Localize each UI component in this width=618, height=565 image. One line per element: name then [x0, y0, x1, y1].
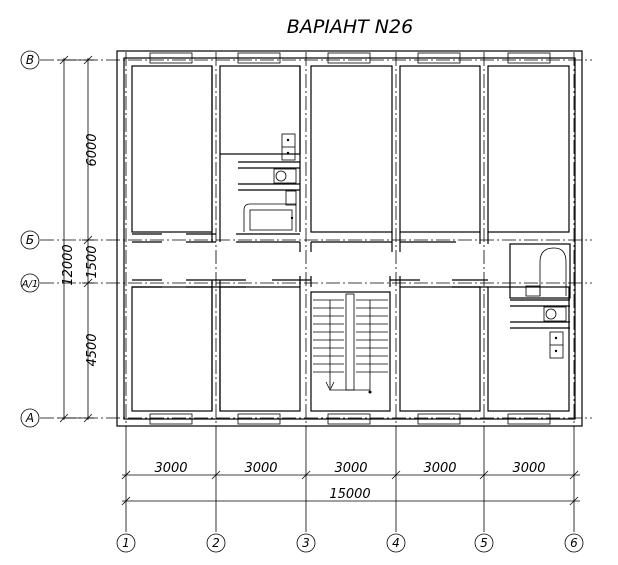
- axis-label-1: 1: [122, 536, 130, 550]
- staircase: [310, 291, 391, 412]
- dim-bay-2: 3000: [244, 461, 277, 476]
- axis-label-5: 5: [480, 536, 488, 550]
- upper-rooms: [131, 65, 570, 233]
- column-axis-markers: [116, 533, 584, 553]
- bathroom-upper: [238, 66, 301, 232]
- dim-bay-5: 3000: [512, 461, 545, 476]
- axis-grid: [40, 52, 592, 430]
- windows-bottom: [149, 413, 551, 425]
- dim-bay-3: 3000: [334, 461, 367, 476]
- dim-total-height: 12000: [61, 244, 76, 285]
- axis-label-6: 6: [570, 536, 578, 550]
- dim-upper: 6000: [85, 133, 100, 166]
- axis-label-3: 3: [302, 536, 310, 550]
- dim-lower: 4500: [85, 333, 100, 366]
- dim-bay-1: 3000: [154, 461, 187, 476]
- windows-top: [149, 52, 551, 64]
- vertical-dimensions: [58, 55, 94, 423]
- axis-label-4: 4: [392, 536, 400, 550]
- outer-walls: [116, 50, 583, 427]
- row-axis-markers: [20, 50, 40, 428]
- lower-rooms: [131, 286, 570, 412]
- dim-bay-4: 3000: [423, 461, 456, 476]
- axis-label-2: 2: [212, 536, 220, 550]
- axis-label-b: Б: [26, 233, 34, 247]
- axis-label-a1: А/1: [21, 279, 39, 290]
- horizontal-dimensions: [121, 430, 580, 532]
- corridor-walls: [132, 66, 489, 411]
- plan-title: ВАРІАНТ N26: [287, 16, 413, 38]
- dim-middle: 1500: [85, 245, 100, 278]
- axis-label-a: А: [25, 411, 34, 425]
- axis-label-v: В: [26, 53, 34, 67]
- bathroom-right: [509, 243, 571, 359]
- dim-total-width: 15000: [329, 487, 370, 502]
